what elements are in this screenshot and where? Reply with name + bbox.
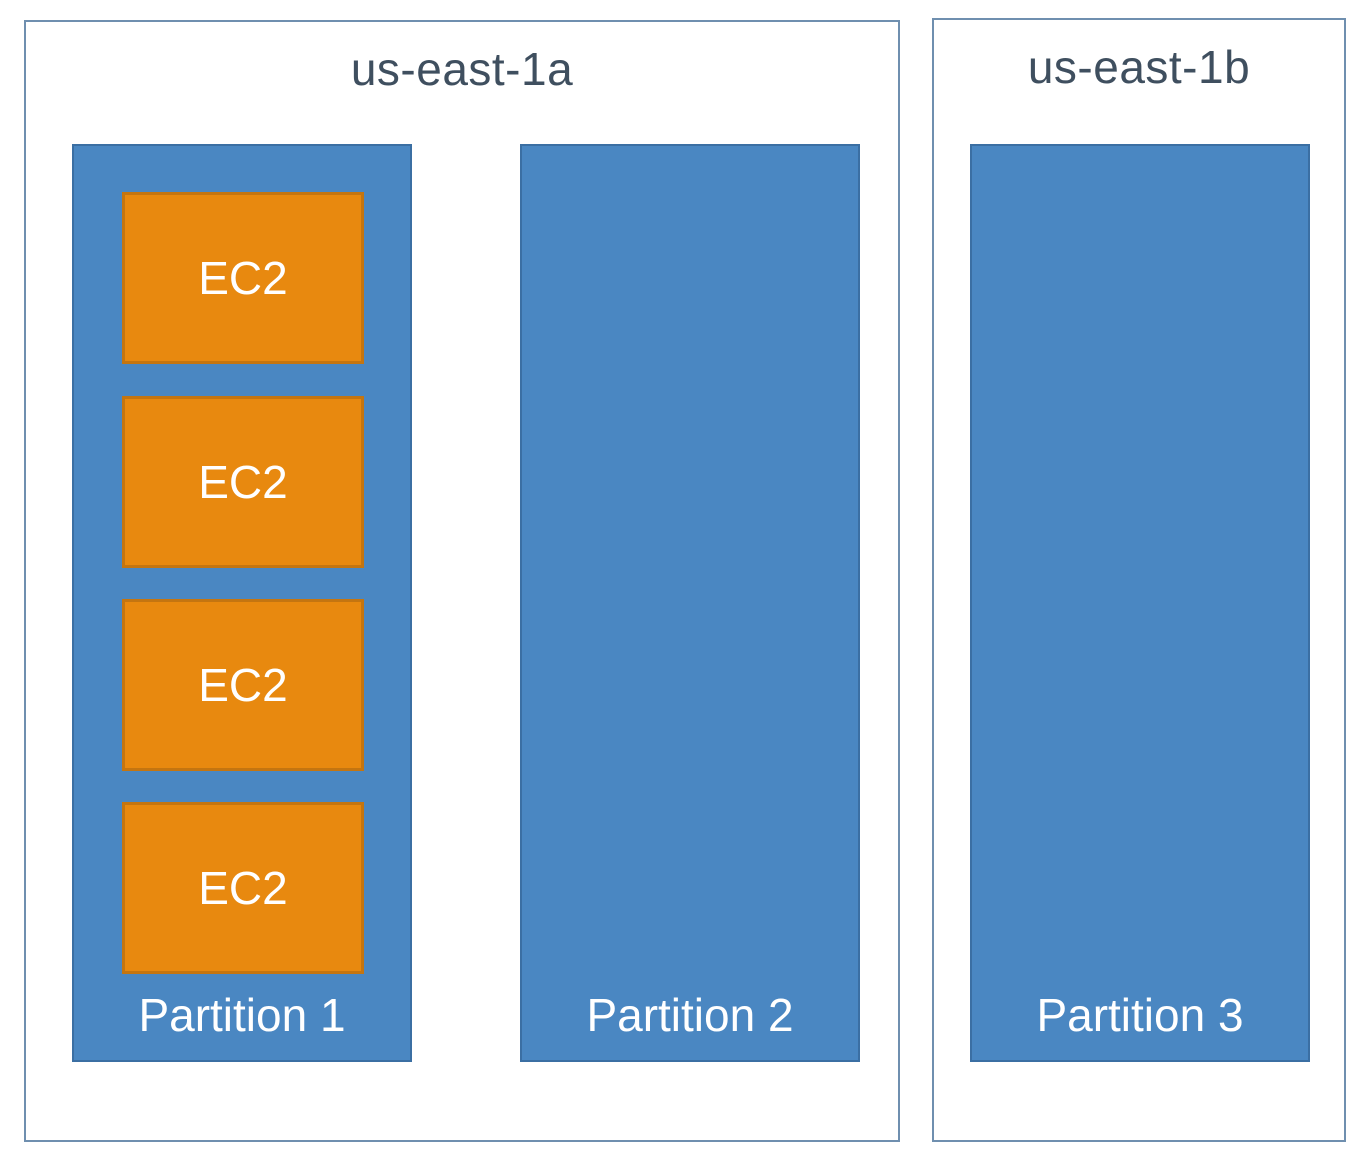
availability-zone-us-east-1b: us-east-1b Partition 3 <box>932 18 1346 1142</box>
zone-label: us-east-1b <box>1027 41 1251 93</box>
ec2-instance: EC2 <box>122 599 364 771</box>
ec2-instance: EC2 <box>122 396 364 568</box>
partition-1: EC2 EC2 EC2 EC2 Partition 1 <box>72 144 412 1062</box>
zone-label: us-east-1a <box>350 43 574 95</box>
partition-label: Partition 2 <box>586 989 794 1041</box>
partition-3: Partition 3 <box>970 144 1310 1062</box>
partition-label: Partition 3 <box>1036 989 1244 1041</box>
ec2-instance: EC2 <box>122 192 364 364</box>
ec2-instance: EC2 <box>122 802 364 974</box>
partition-label: Partition 1 <box>138 989 346 1041</box>
partition-2: Partition 2 <box>520 144 860 1062</box>
availability-zone-us-east-1a: us-east-1a EC2 EC2 EC2 EC2 Partition 1 P… <box>24 20 900 1142</box>
